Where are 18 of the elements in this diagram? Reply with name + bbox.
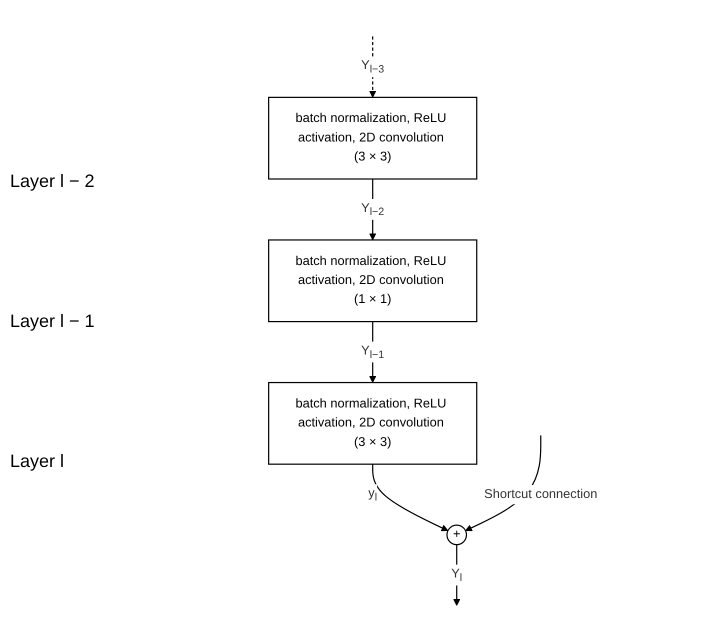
node-box: batch normalization, ReLU activation, 2D convolution (3 × 3) (268, 382, 478, 465)
edge-label: Y$_{l−1}$ (361, 344, 384, 360)
node-box: batch normalization, ReLU activation, 2D convolution (3 × 3) (268, 96, 478, 180)
layer-label: Layer l − 1 (10, 310, 96, 332)
node-circle: + (446, 524, 468, 546)
edge-label: Shortcut connection (484, 487, 598, 502)
layer-label: Layer l − 2 (10, 170, 96, 192)
edge-label: y$_{l}$ (368, 486, 378, 503)
arrow (369, 36, 376, 98)
arrow (369, 322, 376, 383)
arrow (372, 464, 448, 532)
edge-label: Y$_{l−3}$ (361, 58, 384, 75)
arrow (453, 544, 460, 606)
layer-label: Layer l (10, 450, 66, 472)
edge-label: Y$_{l−2}$ (361, 201, 384, 218)
node-box: batch normalization, ReLU activation, 2D convolution (1 × 1) (268, 239, 478, 322)
arrow (369, 179, 376, 240)
edge-label: Y$_{l}$ (451, 567, 462, 584)
